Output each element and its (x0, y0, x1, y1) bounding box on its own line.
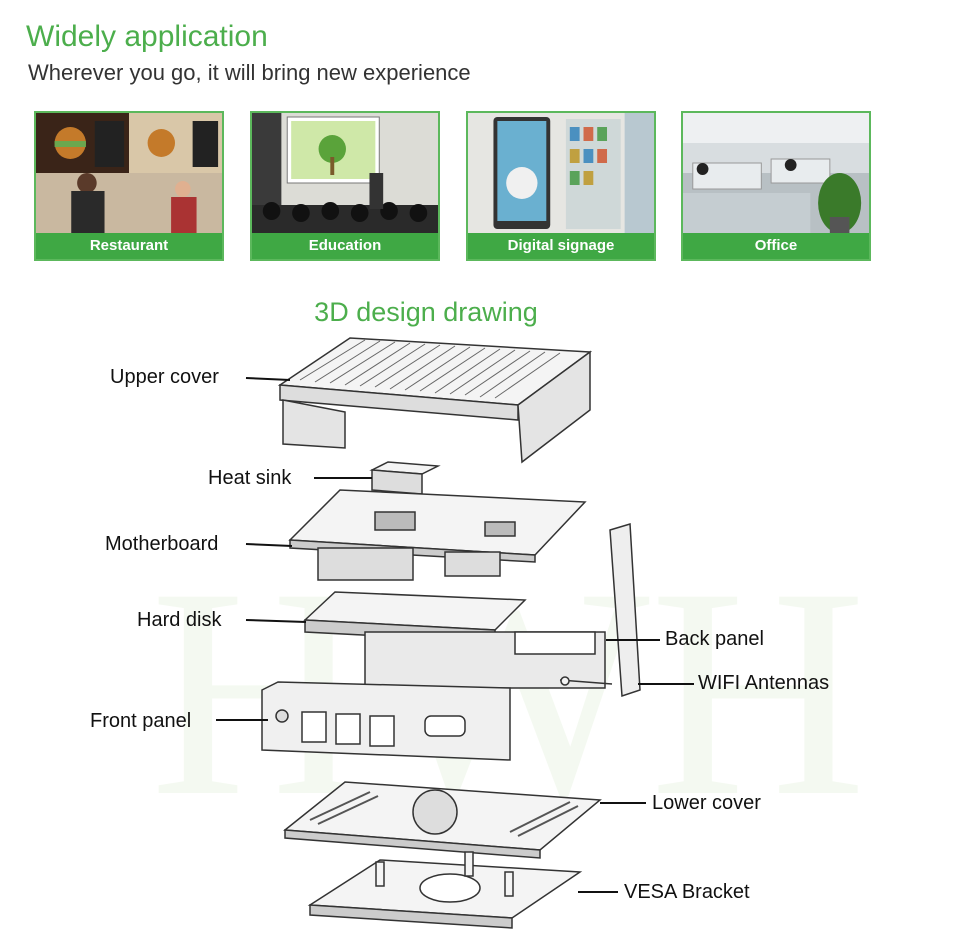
label-back-panel: Back panel (665, 628, 764, 650)
application-label: Restaurant (36, 233, 222, 259)
page-subtitle: Wherever you go, it will bring new exper… (28, 60, 471, 85)
label-motherboard: Motherboard (105, 533, 219, 555)
application-label: Digital signage (468, 233, 654, 259)
application-card-restaurant: Restaurant (34, 111, 224, 261)
restaurant-photo (36, 113, 222, 235)
office-photo (683, 113, 869, 235)
label-wifi-antennas: WIFI Antennas (698, 672, 830, 694)
education-photo (252, 113, 438, 235)
digital-signage-photo (468, 113, 654, 235)
upper-cover-shape (277, 337, 593, 464)
label-lower-cover: Lower cover (652, 792, 761, 814)
label-front-panel: Front panel (90, 710, 192, 732)
label-heat-sink: Heat sink (208, 467, 292, 489)
application-label: Office (683, 233, 869, 259)
label-upper-cover: Upper cover (110, 366, 219, 388)
label-hard-disk: Hard disk (137, 609, 222, 631)
application-card-office: Office (681, 111, 871, 261)
application-card-digital-signage: Digital signage (466, 111, 656, 261)
page-title: Widely application (26, 20, 268, 53)
application-card-education: Education (250, 111, 440, 261)
label-vesa-bracket: VESA Bracket (624, 881, 750, 903)
application-label: Education (252, 233, 438, 259)
section-title: 3D design drawing (314, 297, 538, 327)
